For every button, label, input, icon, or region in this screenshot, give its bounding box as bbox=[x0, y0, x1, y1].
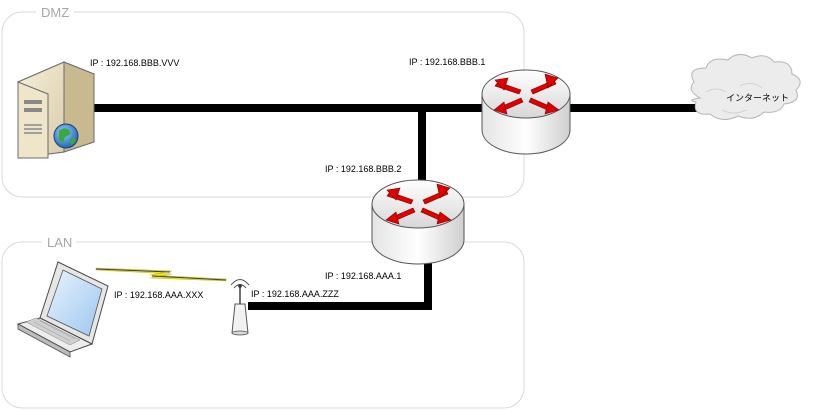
router2-lan-ip-label: IP : 192.168.AAA.1 bbox=[325, 271, 401, 281]
wireless-access-point-icon bbox=[230, 279, 250, 336]
lan-zone-border bbox=[1, 241, 525, 409]
router-2-icon bbox=[371, 179, 465, 265]
lan-zone-label: LAN bbox=[47, 235, 72, 250]
lan-zone: LAN bbox=[1, 235, 525, 409]
router1-ip-label: IP : 192.168.BBB.1 bbox=[409, 57, 485, 67]
internet-cloud-icon bbox=[690, 54, 801, 120]
server-icon bbox=[16, 61, 96, 159]
internet-label: インターネット bbox=[726, 93, 789, 104]
router2-dmz-ip-label: IP : 192.168.BBB.2 bbox=[325, 164, 401, 174]
laptop-icon bbox=[16, 261, 109, 358]
laptop-ip-label: IP : 192.168.AAA.XXX bbox=[114, 290, 203, 300]
server-ip-label: IP : 192.168.BBB.VVV bbox=[90, 58, 179, 68]
dmz-zone-label: DMZ bbox=[41, 5, 69, 20]
access-point-ip-label: IP : 192.168.AAA.ZZZ bbox=[251, 289, 339, 299]
wireless-link-icon bbox=[95, 267, 227, 282]
router-1-icon bbox=[481, 69, 571, 155]
